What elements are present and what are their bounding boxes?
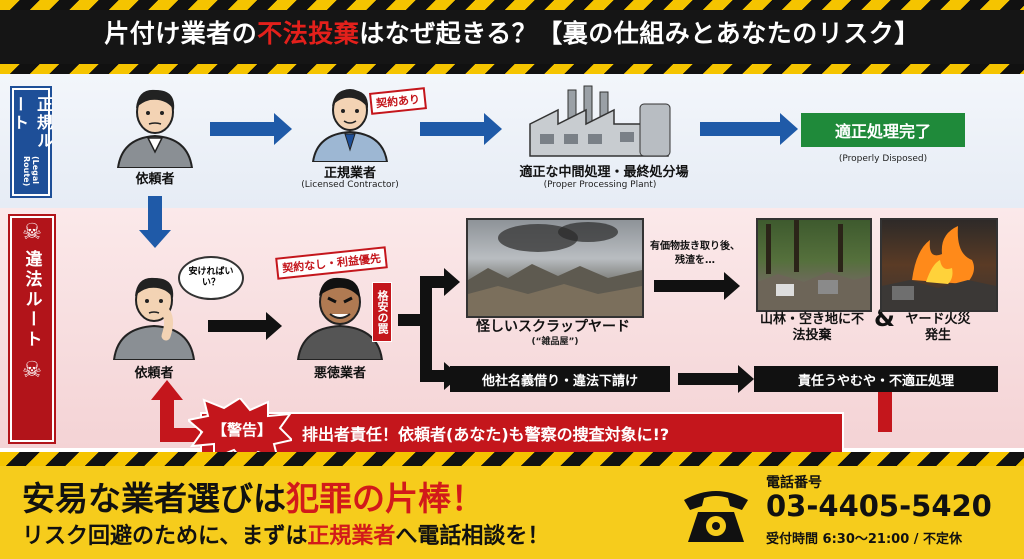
arrow-to-dumping bbox=[654, 272, 740, 300]
illegal-route-tag: ☠ 違法ルート ☠ bbox=[10, 216, 54, 442]
hazard-stripe-header-bottom bbox=[0, 64, 1024, 74]
return-arrow-left-stub bbox=[160, 428, 202, 442]
page-title: 片付け業者の不法投棄はなぜ起きる？【裏の仕組みとあなたのリスク】 bbox=[104, 19, 920, 48]
scrapyard-label: 怪しいスクラップヤード bbox=[476, 319, 630, 335]
phone-label: 電話番号 bbox=[766, 475, 822, 491]
illegal-dumping-label: 山林・空き地に不法投棄 bbox=[759, 312, 864, 343]
scrapyard-sublabel: (“雑品屋”) bbox=[531, 337, 579, 347]
legal-arrow-2 bbox=[420, 113, 502, 145]
warning-text: 排出者責任！依頼者(あなた)も警察の捜査対象に!? bbox=[302, 425, 670, 444]
phone-hours: 受付時間 6:30〜21:00 / 不定休 bbox=[766, 532, 963, 547]
cheap-trap-tag: 格安の罠 bbox=[372, 282, 392, 342]
client-thought-bubble: 安ければいい？ bbox=[178, 256, 244, 300]
cta-subline: リスク回避のために、まずは正規業者へ電話相談を！ bbox=[22, 524, 550, 549]
warning-tag: 【警告】 bbox=[211, 421, 272, 439]
legal-to-illegal-arrowhead bbox=[139, 230, 171, 248]
arrow-to-subcontract bbox=[420, 362, 460, 390]
illegal-dumping-image bbox=[756, 218, 872, 312]
client-person-icon bbox=[116, 89, 194, 168]
return-arrowhead bbox=[151, 380, 183, 400]
properly-disposed-sublabel: (Properly Disposed) bbox=[838, 154, 928, 164]
bad-contractor-icon bbox=[296, 277, 384, 360]
arrow-to-vague bbox=[678, 365, 754, 393]
legal-route-tag-sub: (Legal Route) bbox=[22, 155, 40, 187]
illegal-route-tag-label: 違法ルート bbox=[21, 250, 42, 350]
hazard-stripe-top bbox=[0, 0, 1024, 10]
skull-icon: ☠ bbox=[22, 220, 42, 245]
skull-icon: ☠ bbox=[22, 358, 42, 383]
header-bar bbox=[0, 0, 1024, 74]
telephone-icon bbox=[684, 491, 748, 542]
bad-contractor-label: 悪徳業者 bbox=[313, 366, 366, 381]
legal-route-tag: 正規ルート (Legal Route) bbox=[10, 88, 53, 196]
yard-fire-image bbox=[880, 218, 998, 312]
legal-to-illegal-arrow bbox=[148, 196, 162, 232]
legal-client-label: 依頼者 bbox=[135, 172, 175, 187]
legal-route-tag-label: 正規ルート bbox=[10, 96, 53, 150]
client-worried-icon bbox=[112, 277, 196, 360]
return-arrow-down bbox=[878, 392, 892, 432]
licensed-contractor-label: 正規業者 bbox=[323, 166, 376, 181]
licensed-contractor-icon bbox=[311, 89, 389, 162]
yard-fire-label: ヤード火災発生 bbox=[905, 312, 971, 343]
vague-responsibility-box: 責任うやむや・不適正処理 bbox=[754, 366, 998, 392]
warning-burst bbox=[188, 398, 292, 462]
factory-icon bbox=[529, 85, 671, 157]
subcontract-box: 他社名義借り・違法下請け bbox=[450, 366, 670, 392]
cta-headline: 安易な業者選びは犯罪の片棒！ bbox=[22, 479, 484, 518]
arrow-to-scrapyard bbox=[420, 268, 460, 296]
strip-note: 有価物抜き取り後、残渣を… bbox=[650, 241, 740, 266]
legal-arrow-1 bbox=[210, 113, 292, 145]
hazard-stripe-footer bbox=[0, 452, 1024, 466]
legal-arrow-3 bbox=[700, 113, 798, 145]
processing-plant-sublabel: (Proper Processing Plant) bbox=[543, 180, 657, 190]
processing-plant-label: 適正な中間処理・最終処分場 bbox=[519, 165, 689, 180]
phone-number[interactable]: 03-4405-5420 bbox=[766, 489, 992, 523]
split-vertical bbox=[420, 276, 432, 382]
footer-panel bbox=[0, 466, 1024, 559]
illegal-client-label: 依頼者 bbox=[134, 366, 174, 381]
licensed-contractor-sublabel: (Licensed Contractor) bbox=[301, 180, 399, 190]
properly-disposed-box: 適正処理完了 bbox=[801, 113, 965, 147]
illegal-arrow-1 bbox=[208, 312, 282, 340]
warning-bar: 排出者責任！依頼者(あなた)も警察の捜査対象に!? bbox=[200, 412, 844, 454]
scrapyard-image bbox=[466, 218, 644, 318]
